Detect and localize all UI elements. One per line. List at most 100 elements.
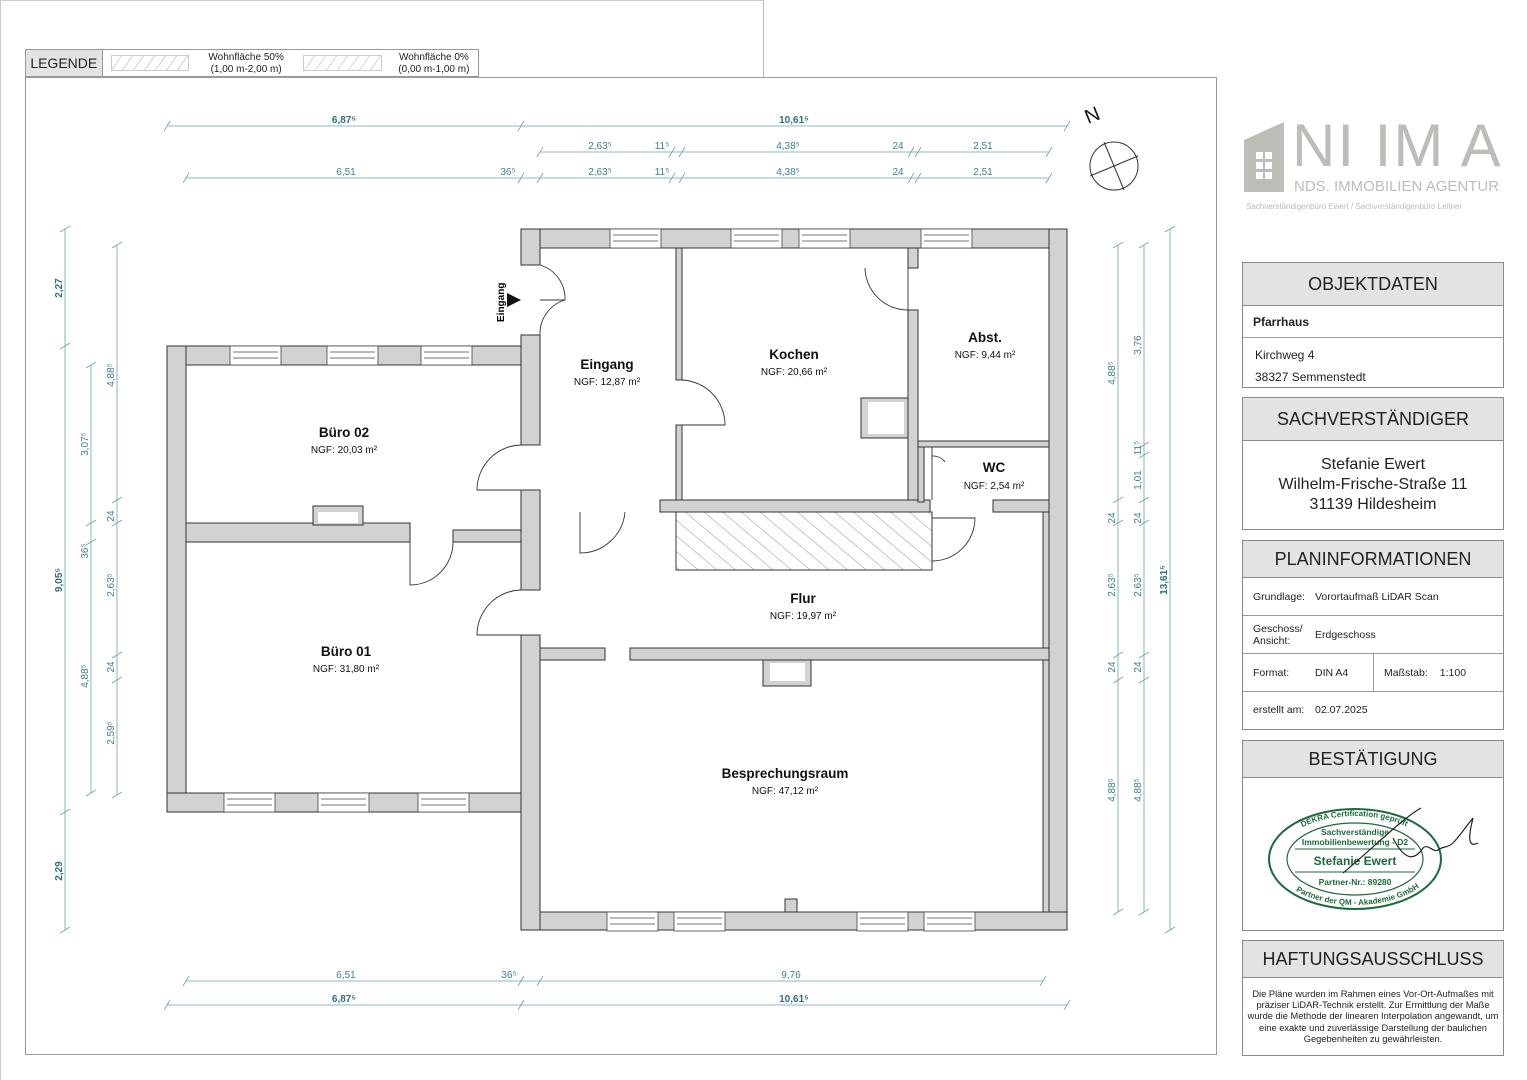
entrance-arrow-icon (507, 293, 521, 307)
dimension-tick (1039, 975, 1047, 987)
dimension-tick (1112, 496, 1124, 504)
dimension-label: 4,88⁵ (1107, 778, 1118, 802)
planinfo-panel: PLANINFORMATIONEN Grundlage:Vorortaufmaß… (1242, 540, 1504, 730)
dimension-tick (536, 172, 544, 184)
dimension-label: 24 (1133, 512, 1144, 524)
dimension-label: 1,01 (1133, 470, 1144, 490)
dimension-label: 11⁵ (1133, 441, 1144, 456)
row-erstellt: erstellt am:02.07.2025 (1243, 692, 1503, 728)
dimension-tick (678, 172, 686, 184)
dimension-tick (517, 975, 525, 987)
massstab-cell: Maßstab: 1:100 (1374, 667, 1466, 679)
format-value: DIN A4 (1315, 666, 1349, 679)
objekt-street: Kirchweg 4 (1255, 348, 1315, 362)
massstab-label: Maßstab: (1384, 666, 1428, 679)
dimension-tick (111, 496, 123, 504)
geschoss-value: Erdgeschoss (1315, 628, 1376, 641)
room-area: NGF: 47,12 m² (752, 786, 819, 797)
dimension-label: 24 (106, 661, 117, 673)
legend-swatch-50 (110, 55, 190, 71)
dimension-label: 4,38⁵ (776, 141, 800, 152)
logo: NI IM A NDS. IMMOBILIEN AGENTUR Sachvers… (1244, 116, 1504, 215)
dimension-tick (517, 999, 525, 1011)
sachverstaendiger-panel: SACHVERSTÄNDIGER Stefanie Ewert Wilhelm-… (1242, 397, 1504, 530)
room-name: Eingang (580, 357, 633, 372)
dimension-tick (914, 146, 922, 158)
stamp-line2: Immobilienbewertung - D2 (1302, 837, 1409, 847)
objektdaten-title: OBJEKTDATEN (1243, 263, 1503, 306)
room-name: Besprechungsraum (722, 766, 849, 781)
dimension-label: 24 (106, 510, 117, 522)
dimension-label: 24 (1107, 512, 1118, 524)
dimension-label: 24 (1107, 661, 1118, 673)
room-name: Flur (790, 591, 816, 606)
haftung-panel: HAFTUNGSAUSSCHLUSS Die Pläne wurden im R… (1242, 940, 1504, 1056)
dimension-tick (59, 225, 71, 233)
dimension-tick (907, 146, 915, 158)
stamp-partner: Partner-Nr.: 89280 (1319, 877, 1392, 887)
dimension-label: 2,63⁵ (1107, 573, 1118, 597)
dimension-tick (111, 651, 123, 659)
dimension-label: 36⁵ (500, 167, 515, 178)
dimension-tick (1164, 926, 1176, 934)
dimension-tick (1164, 225, 1176, 233)
legend-label: Wohnfläche 0% (398, 52, 469, 63)
room-area: NGF: 20,66 m² (761, 367, 828, 378)
dimension-lines (59, 120, 1176, 1011)
window (420, 345, 473, 366)
row-grundlage: Grundlage:Vorortaufmaß LiDAR Scan (1243, 578, 1503, 616)
certification-stamp: DEKRA Certification geprüft Partner der … (1268, 807, 1479, 910)
dimension-tick (517, 172, 525, 184)
dimension-label: 24 (892, 167, 904, 178)
dimension-tick (111, 676, 123, 684)
dimension-label: 2,63⁵ (588, 141, 612, 152)
dimension-tick (163, 120, 171, 132)
plan-frame (25, 77, 1217, 1055)
haftung-title: HAFTUNGSAUSSCHLUSS (1243, 941, 1503, 978)
room-area: NGF: 12,87 m² (574, 377, 641, 388)
room-area: NGF: 9,44 m² (955, 350, 1016, 361)
room-name: Abst. (968, 330, 1002, 345)
window (609, 228, 662, 249)
expert-city: 31139 Hildesheim (1309, 496, 1437, 513)
room-labels: Eingang NGF: 12,87 m² Kochen NGF: 20,66 … (311, 330, 1025, 797)
entrance-label: Eingang (496, 283, 507, 322)
objekt-city: 38327 Semmenstedt (1255, 370, 1366, 384)
dimension-label: 4,88⁵ (106, 363, 117, 387)
dimension-label: 24 (892, 141, 904, 152)
window (417, 792, 470, 813)
dimension-label: 6,87⁵ (332, 994, 356, 1005)
stamp-name: Stefanie Ewert (1314, 854, 1397, 868)
dimension-tick (1112, 908, 1124, 916)
dimension-tick (111, 519, 123, 527)
floor-plan: Eingang Eingang NGF: 12,87 m² Kochen NGF… (54, 103, 1176, 1011)
massstab-value: 1:100 (1439, 666, 1467, 679)
dimension-tick (1045, 172, 1053, 184)
dimension-tick (1138, 451, 1150, 459)
window (798, 228, 851, 249)
dimension-tick (1112, 651, 1124, 659)
room-area: NGF: 19,97 m² (770, 611, 837, 622)
dimension-tick (85, 538, 97, 546)
dimension-label: 2,29 (54, 861, 65, 881)
expert-street: Wilhelm-Frische-Straße 11 (1278, 476, 1468, 493)
sachverstaendiger-address: Stefanie Ewert Wilhelm-Frische-Straße 11… (1243, 441, 1503, 515)
dimension-label: 4,88⁵ (1133, 778, 1144, 802)
dimension-label: 6,87⁵ (332, 115, 356, 126)
dimension-tick (111, 241, 123, 249)
dimension-tick (1063, 999, 1071, 1011)
legend-swatch-0 (303, 55, 382, 71)
dimension-tick (1063, 120, 1071, 132)
dimension-label: 2,27 (54, 278, 65, 298)
dimension-label: 4,88⁵ (1107, 361, 1118, 385)
dimension-tick (59, 926, 71, 934)
objekt-address: Kirchweg 4 38327 Semmenstedt (1243, 338, 1503, 394)
legend-range: (0,00 m-1,00 m) (398, 64, 470, 75)
legend: LEGENDE Wohnfläche 50%(1,00 m-2,00 m) Wo… (25, 49, 479, 77)
walls (166, 228, 1068, 931)
objektdaten-panel: OBJEKTDATEN Pfarrhaus Kirchweg 4 38327 S… (1242, 262, 1504, 388)
dimension-label: 36⁵ (501, 970, 516, 981)
north-arrow-icon (1089, 141, 1139, 191)
window (673, 911, 726, 932)
dimension-label: 10,61⁵ (779, 994, 809, 1005)
